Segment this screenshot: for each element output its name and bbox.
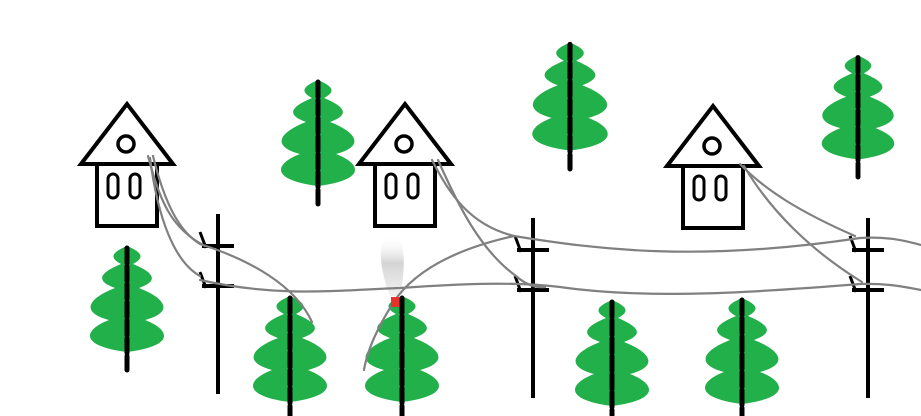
tree-bottom-3-burning (365, 296, 439, 416)
power-wires (146, 154, 921, 372)
smoke-plume (380, 236, 404, 296)
utility-pole-middle (513, 216, 551, 400)
tree-top-right (822, 56, 895, 178)
tree-top-center-left (281, 80, 355, 204)
tree-top-center (532, 42, 607, 168)
tree-bottom-5 (705, 298, 779, 416)
tree-bottom-2 (253, 296, 327, 416)
house-middle (357, 102, 453, 228)
utility-pole-left (198, 212, 236, 396)
utility-pole-right (848, 216, 886, 400)
spark-icon (391, 297, 399, 307)
tree-bottom-left (90, 246, 164, 370)
tree-bottom-4 (575, 300, 649, 416)
